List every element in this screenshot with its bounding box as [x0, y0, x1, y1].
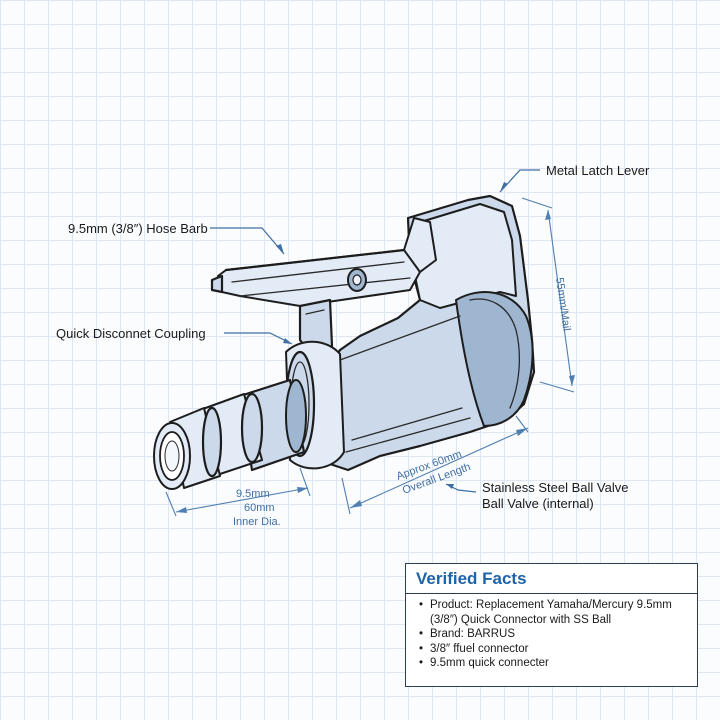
facts-title: Verified Facts: [406, 564, 697, 594]
ball-valve-label-line1: Stainless Steel Ball Valve: [482, 480, 628, 495]
callout-hose-barb: 9.5mm (3/8″) Hose Barb: [68, 221, 285, 255]
latch-lever: [210, 217, 437, 358]
fact-item: 9.5mm quick connecter: [419, 656, 689, 671]
callout-coupling: Quick Disconnet Coupling: [56, 326, 293, 345]
fact-text: Product: Replacement Yamaha/Mercury 9.5m…: [430, 599, 672, 611]
valve-housing: [316, 194, 536, 472]
coupling-label: Quick Disconnet Coupling: [56, 326, 206, 341]
inner-dimension-line1: 9.5mm: [236, 488, 270, 500]
dimension-inner-diameter: 9.5mm 60mm Inner Dia.: [165, 467, 311, 528]
inner-dimension-line3: Inner Dia.: [233, 516, 281, 528]
fact-text: Brand: BARRUS: [430, 628, 516, 640]
fact-text: 3/8″ ffuel connector: [430, 642, 529, 655]
hose-barb: [153, 378, 307, 490]
fact-text: 9.5mm quick connecter: [430, 657, 549, 669]
inner-dimension-line2: 60mm: [244, 502, 275, 514]
fact-item: Product: Replacement Yamaha/Mercury 9.5m…: [419, 598, 689, 627]
verified-facts-panel: Verified Facts Product: Replacement Yama…: [405, 563, 698, 687]
hose-barb-label: 9.5mm (3/8″) Hose Barb: [68, 221, 208, 236]
facts-list: Product: Replacement Yamaha/Mercury 9.5m…: [406, 598, 697, 671]
latch-lever-label: Metal Latch Lever: [546, 163, 650, 178]
fact-text: (3/8″) Quick Connector with SS Ball: [430, 613, 612, 626]
fact-item: Brand: BARRUS: [419, 627, 689, 642]
ball-valve-label-line2: Ball Valve (internal): [482, 496, 594, 511]
callout-ball-valve: Stainless Steel Ball Valve Ball Valve (i…: [445, 480, 628, 511]
callout-latch-lever: Metal Latch Lever: [499, 163, 650, 193]
fact-item: 3/8″ ffuel connector: [419, 642, 689, 657]
height-dimension-text: 55mm/Mail: [553, 277, 572, 332]
